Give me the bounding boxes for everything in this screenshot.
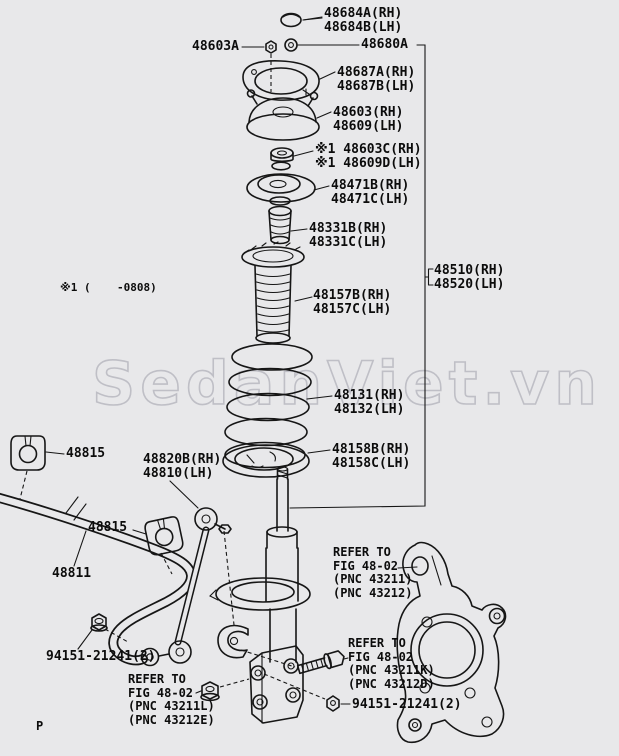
assembly-leader-line — [289, 44, 434, 509]
bump-stop-drawing — [268, 205, 308, 245]
dashed-connections — [223, 530, 296, 668]
bushing1-drawing — [10, 435, 65, 500]
support-mount-drawing — [246, 89, 332, 141]
label-support: 48603(RH) 48609(LH) — [333, 106, 403, 133]
label-line: 48331B(RH) — [309, 221, 388, 236]
label-line: 48331C(LH) — [309, 234, 388, 250]
top-nut-drawing — [241, 40, 277, 92]
dust-boot-drawing — [241, 241, 313, 344]
label-refer-bottom-right: REFER TO FIG 48-02 (PNC 43211K) (PNC 432… — [348, 636, 435, 691]
label-line: 48811 — [52, 566, 92, 581]
label-line: (PNC 43211) — [333, 572, 413, 586]
strut-cap-drawing — [280, 12, 323, 28]
label-stab-link: 48820B(RH) 48810(LH) — [143, 453, 221, 480]
label-line: 48157B(RH) — [313, 288, 392, 303]
label-line: (PNC 43212) — [333, 585, 413, 600]
label-absorber-assy: 48510(RH) 48520(LH) — [434, 264, 504, 291]
label-refer-knuckle: REFER TO FIG 48-02 (PNC 43211) (PNC 4321… — [333, 545, 413, 600]
label-stab-bar: 48811 — [52, 567, 91, 581]
bushing2-drawing — [144, 516, 184, 556]
label-cap: 48684A(RH) 48684B(LH) — [324, 7, 402, 34]
top-washer-drawing — [284, 38, 360, 52]
label-line: REFER TO — [333, 545, 391, 559]
label-line: 48158C(LH) — [332, 455, 411, 471]
label-line: 48157C(LH) — [313, 301, 392, 317]
cap-leader — [302, 17, 323, 21]
label-line: REFER TO — [348, 636, 406, 650]
label-refer-bottom-left: REFER TO FIG 48-02 (PNC 43211L) (PNC 432… — [128, 672, 215, 727]
label-line: 48471C(LH) — [331, 191, 410, 207]
label-bushing-2: 48815 — [88, 521, 127, 535]
label-line: 48810(LH) — [143, 465, 214, 481]
stabilizer-bar-drawing — [0, 492, 196, 667]
label-line: 48820B(RH) — [143, 452, 222, 467]
label-coil-spring: 48131(RH) 48132(LH) — [334, 389, 404, 416]
label-line: 48132(LH) — [334, 401, 405, 417]
label-line: 48471B(RH) — [331, 178, 410, 193]
label-line: 48815 — [88, 520, 128, 535]
label-line: 48609(LH) — [333, 118, 404, 134]
knuckle-drawing — [396, 541, 507, 744]
right-nut-drawing — [263, 673, 351, 712]
bracket-nut-left-drawing — [195, 678, 250, 702]
label-line: 48684B(LH) — [324, 19, 403, 35]
label-nut-left: 94151-21241(2) — [46, 650, 156, 664]
label-line: 48520(LH) — [434, 276, 505, 292]
label-note: ※1 ( -0808) — [60, 282, 157, 294]
label-line: 48603(RH) — [333, 105, 404, 120]
label-line: FIG 48-02 — [348, 649, 414, 664]
bolt-leader — [343, 657, 349, 660]
label-line: ※1 48609D(LH) — [315, 155, 422, 171]
label-line: 48684A(RH) — [324, 6, 403, 21]
label-line: 48687B(LH) — [337, 78, 416, 94]
bracket-bolt-drawing — [296, 650, 345, 675]
label-nut-top: 48603A — [192, 40, 239, 54]
label-line: P — [36, 719, 44, 733]
label-line: 48510(RH) — [434, 263, 505, 278]
left-nut-drawing — [77, 613, 129, 650]
label-line: 48815 — [66, 446, 106, 461]
label-bump-stop: 48331B(RH) 48331C(LH) — [309, 222, 387, 249]
label-nut-right: 94151-21241(2) — [352, 698, 462, 712]
upper-seat-drawing — [246, 173, 330, 206]
label-support-nut: ※1 48603C(RH) ※1 48609D(LH) — [315, 143, 422, 170]
label-line: 94151-21241(2) — [352, 697, 462, 712]
label-line: (PNC 43211K) — [348, 663, 435, 677]
label-line: 48158B(RH) — [332, 442, 411, 457]
label-line: ※1 48603C(RH) — [315, 142, 422, 157]
label-line: REFER TO — [128, 672, 186, 686]
label-line: 48687A(RH) — [337, 65, 416, 80]
label-seat-upper: 48471B(RH) 48471C(LH) — [331, 179, 409, 206]
label-boot: 48157B(RH) 48157C(LH) — [313, 289, 391, 316]
dust-seal-drawing — [242, 60, 336, 101]
label-line: (PNC 43211L) — [128, 699, 215, 713]
label-insulator-lower: 48158B(RH) 48158C(LH) — [332, 443, 410, 470]
label-gasket: 48687A(RH) 48687B(LH) — [337, 66, 415, 93]
lower-insulator-drawing — [222, 444, 331, 478]
mount-nut-drawing — [270, 147, 314, 171]
label-line: FIG 48-02 — [333, 558, 399, 573]
bushing2-dash — [160, 552, 173, 575]
label-line: 48603A — [192, 39, 239, 54]
label-line: ※1 ( -0808) — [60, 281, 157, 294]
label-line: 48680A — [361, 37, 408, 52]
watermark-text: SedanViet.vn — [92, 349, 602, 419]
strut-drawing — [209, 466, 311, 724]
label-line: 94151-21241(2) — [46, 649, 156, 664]
label-washer-top: 48680A — [361, 38, 408, 52]
label-bushing-1: 48815 — [66, 447, 105, 461]
label-line: FIG 48-02 — [128, 685, 194, 700]
page-marker: P — [36, 720, 43, 732]
label-line: (PNC 43212E) — [128, 712, 215, 727]
stabilizer-link-drawing — [158, 480, 232, 664]
label-line: 48131(RH) — [334, 388, 405, 403]
bushing2-leader — [132, 529, 147, 535]
label-line: (PNC 43212D) — [348, 676, 435, 691]
